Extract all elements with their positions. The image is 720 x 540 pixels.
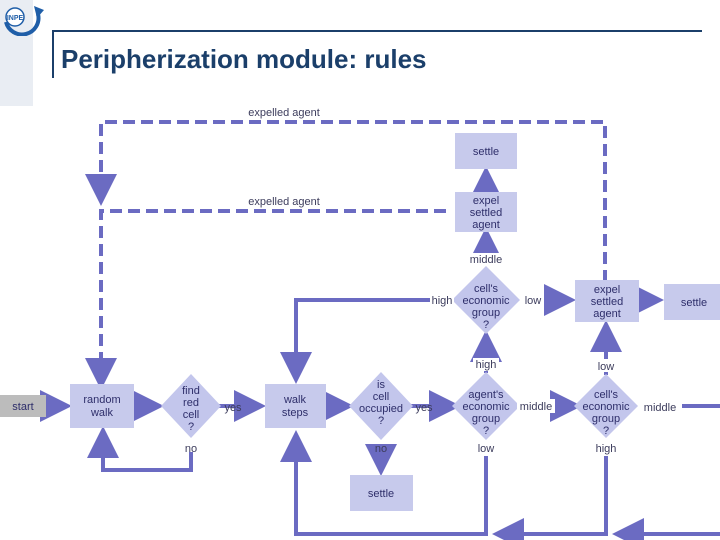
page-title: Peripherization module: rules: [61, 44, 427, 74]
expel-top-label-1: expel: [473, 195, 499, 207]
yes-label-find: yes: [224, 402, 242, 414]
expel-top-label-2: settled: [470, 207, 502, 219]
expel-settled-agent-right-box: [575, 280, 639, 322]
header-divider-horizontal: [52, 30, 702, 32]
expel-right-label-2: settled: [591, 296, 623, 308]
cells-right-label-1: cell's: [594, 389, 619, 401]
expel-right-label-1: expel: [594, 284, 620, 296]
expel-top-label-3: agent: [472, 219, 500, 231]
connector-cellstop-walksteps: [280, 298, 456, 384]
connector-find-no-loop: [87, 426, 193, 472]
yes-label-occupied: yes: [415, 402, 433, 414]
occupied-label-1: is: [377, 379, 385, 391]
low-label-agentsgroup: low: [478, 443, 495, 455]
find-red-cell-label-4: ?: [188, 421, 194, 433]
cells-top-label-3: group: [472, 307, 500, 319]
agents-group-label-2: economic: [462, 401, 510, 413]
start-node: [0, 395, 46, 417]
settle-bottom-label: settle: [368, 488, 394, 500]
no-label-find: no: [185, 443, 197, 455]
cells-top-label-4: ?: [483, 319, 489, 331]
expelled-agent-label-mid: expelled agent: [248, 196, 320, 208]
settle-bottom-box: [350, 475, 413, 511]
low-label-cellstop: low: [525, 295, 542, 307]
cells-top-label-2: economic: [462, 295, 510, 307]
agents-group-diamond: [452, 372, 520, 440]
random-walk-label-2: walk: [90, 407, 114, 419]
settle-top-box: [455, 133, 517, 169]
occupied-label-3: occupied: [359, 403, 403, 415]
middle-label-agentsgroup: middle: [520, 401, 552, 413]
middle-label-cellstop: middle: [470, 254, 502, 266]
settle-right-label: settle: [681, 297, 707, 309]
find-red-cell-label-1: find: [182, 385, 200, 397]
high-label-agentsgroup: high: [476, 359, 497, 371]
cells-top-label-1: cell's: [474, 283, 499, 295]
agents-group-label-1: agent's: [468, 389, 504, 401]
find-red-cell-label-3: cell: [183, 409, 200, 421]
no-label-occupied: no: [375, 443, 387, 455]
occupied-label-2: cell: [373, 391, 390, 403]
random-walk-box: [70, 384, 134, 428]
random-walk-label-1: random: [83, 394, 120, 406]
start-label: start: [12, 401, 33, 413]
connector-expelled-top: [85, 120, 607, 300]
logo-text: INPE: [7, 15, 24, 22]
header-divider-vertical: [52, 30, 54, 78]
expel-right-label-3: agent: [593, 308, 621, 320]
walk-steps-label-2: steps: [282, 407, 309, 419]
cells-group-right-diamond: [574, 374, 638, 438]
high-label-cellsright: high: [596, 443, 617, 455]
settle-right-box: [664, 284, 720, 320]
find-red-cell-diamond: [161, 374, 221, 438]
cells-right-label-2: economic: [582, 401, 630, 413]
settle-top-label: settle: [473, 146, 499, 158]
cells-right-label-4: ?: [603, 425, 609, 437]
find-red-cell-label-2: red: [183, 397, 199, 409]
connector-cellsright-high-loop: [492, 456, 608, 540]
occupied-label-4: ?: [378, 415, 384, 427]
inpe-logo: INPE: [4, 6, 44, 36]
high-label-cellstop: high: [432, 295, 453, 307]
cells-group-top-diamond: [452, 266, 520, 334]
walk-steps-box: [265, 384, 326, 428]
walk-steps-label-1: walk: [283, 394, 307, 406]
agents-group-label-4: ?: [483, 425, 489, 437]
cells-right-label-3: group: [592, 413, 620, 425]
agents-group-label-3: group: [472, 413, 500, 425]
connector-expelled-mid: [85, 209, 446, 390]
expel-settled-agent-top-box: [455, 192, 517, 232]
middle-label-cellsright: middle: [644, 402, 676, 414]
expelled-agent-label-top: expelled agent: [248, 107, 320, 119]
is-cell-occupied-diamond: [349, 372, 413, 440]
low-label-cellsright: low: [598, 361, 615, 373]
connector-agentsgroup-low-loop: [280, 430, 488, 536]
